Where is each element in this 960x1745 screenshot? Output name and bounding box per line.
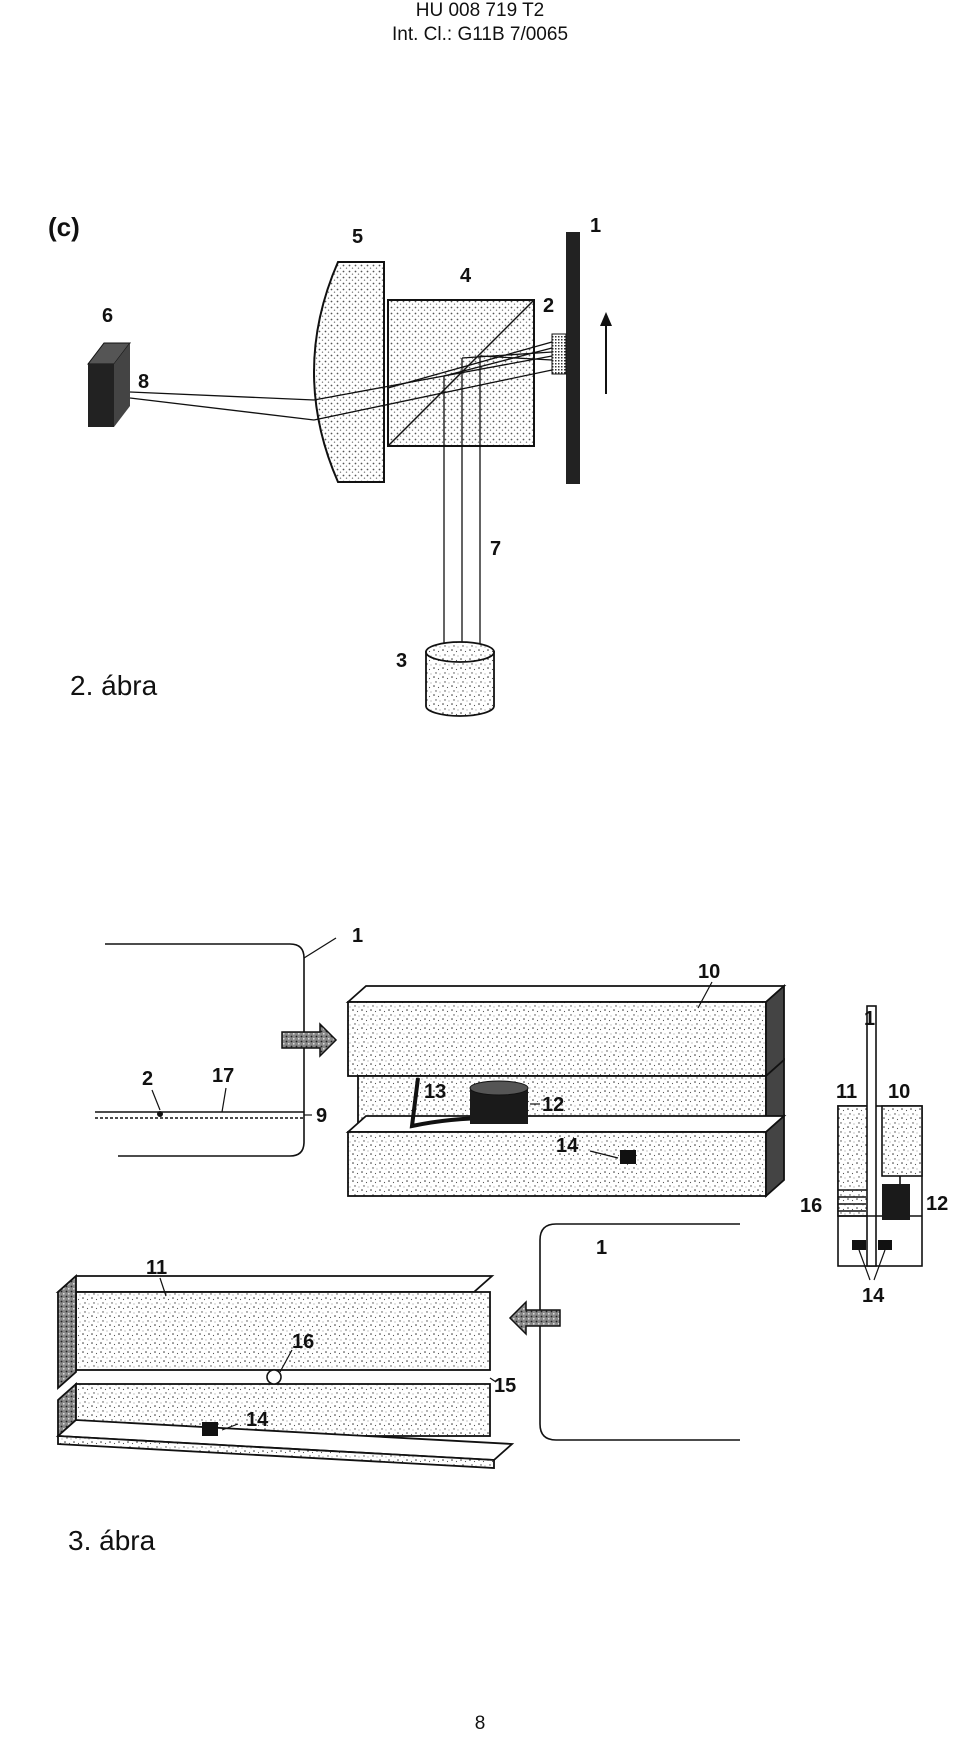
label-top-spot: 2 xyxy=(142,1068,153,1090)
label-top-card: 1 xyxy=(352,925,363,947)
label-7: 7 xyxy=(490,538,501,560)
label-2: 2 xyxy=(543,295,554,317)
label-3: 3 xyxy=(396,650,407,672)
laser-source xyxy=(425,641,495,717)
side-pins xyxy=(838,1189,866,1212)
label-top-track: 17 xyxy=(212,1065,234,1087)
lens-element xyxy=(313,261,385,483)
figure-3-diagram: 1 2 17 9 10 13 12 14 xyxy=(55,925,948,1469)
motion-arrow-icon xyxy=(600,312,612,394)
reader-block-10 xyxy=(345,983,787,1199)
label-1: 1 xyxy=(590,215,601,237)
figure-2-diagram: (c) 5 4 1 2 6 8 7 xyxy=(48,212,612,717)
figure-2-caption: 2. ábra xyxy=(70,670,158,701)
publication-number: HU 008 719 T2 xyxy=(415,0,545,21)
label-side-left: 11 xyxy=(836,1081,857,1103)
read-head xyxy=(469,1080,529,1124)
storage-medium xyxy=(566,232,580,484)
top-spot-icon xyxy=(157,1111,163,1117)
label-6: 6 xyxy=(102,305,113,327)
label-bottom-marker: 14 xyxy=(246,1409,269,1431)
label-bottom-slot: 15 xyxy=(494,1375,516,1397)
label-side-right: 10 xyxy=(888,1081,910,1103)
insert-arrow-left-icon xyxy=(508,1300,561,1336)
position-marker xyxy=(620,1150,636,1164)
label-5: 5 xyxy=(352,226,363,248)
label-top-marker: 14 xyxy=(556,1135,579,1157)
label-side-pins: 16 xyxy=(800,1195,822,1217)
bottom-marker xyxy=(202,1422,218,1436)
label-side-head: 12 xyxy=(926,1193,948,1215)
panel-label: (c) xyxy=(48,212,80,242)
label-top-arm: 13 xyxy=(424,1081,446,1103)
reference-beam xyxy=(443,347,553,646)
detector xyxy=(86,342,132,427)
hologram-spot xyxy=(551,333,567,375)
top-card-outline xyxy=(105,943,305,1157)
label-8: 8 xyxy=(138,371,149,393)
label-side-card: 1 xyxy=(864,1008,875,1030)
side-head xyxy=(882,1184,910,1220)
reader-block-11 xyxy=(55,1273,515,1469)
bottom-card-outline xyxy=(539,1223,740,1441)
signal-beam xyxy=(129,341,553,421)
figure-3-caption: 3. ábra xyxy=(68,1525,156,1556)
label-top-block: 10 xyxy=(698,961,720,983)
side-marker-left xyxy=(852,1240,866,1250)
side-view xyxy=(837,1005,923,1267)
page-number: 8 xyxy=(474,1713,486,1734)
label-bottom-card: 1 xyxy=(596,1237,607,1259)
label-4: 4 xyxy=(460,265,472,287)
classification: Int. Cl.: G11B 7/0065 xyxy=(391,24,569,45)
label-top-edge: 9 xyxy=(316,1105,327,1127)
label-bottom-pin: 16 xyxy=(292,1331,314,1353)
side-marker-right xyxy=(878,1240,892,1250)
label-bottom-block: 11 xyxy=(146,1257,167,1279)
label-side-markers: 14 xyxy=(862,1285,885,1307)
pin-contact xyxy=(266,1369,282,1385)
label-top-head: 12 xyxy=(542,1094,564,1116)
insert-arrow-right-icon xyxy=(281,1022,338,1058)
